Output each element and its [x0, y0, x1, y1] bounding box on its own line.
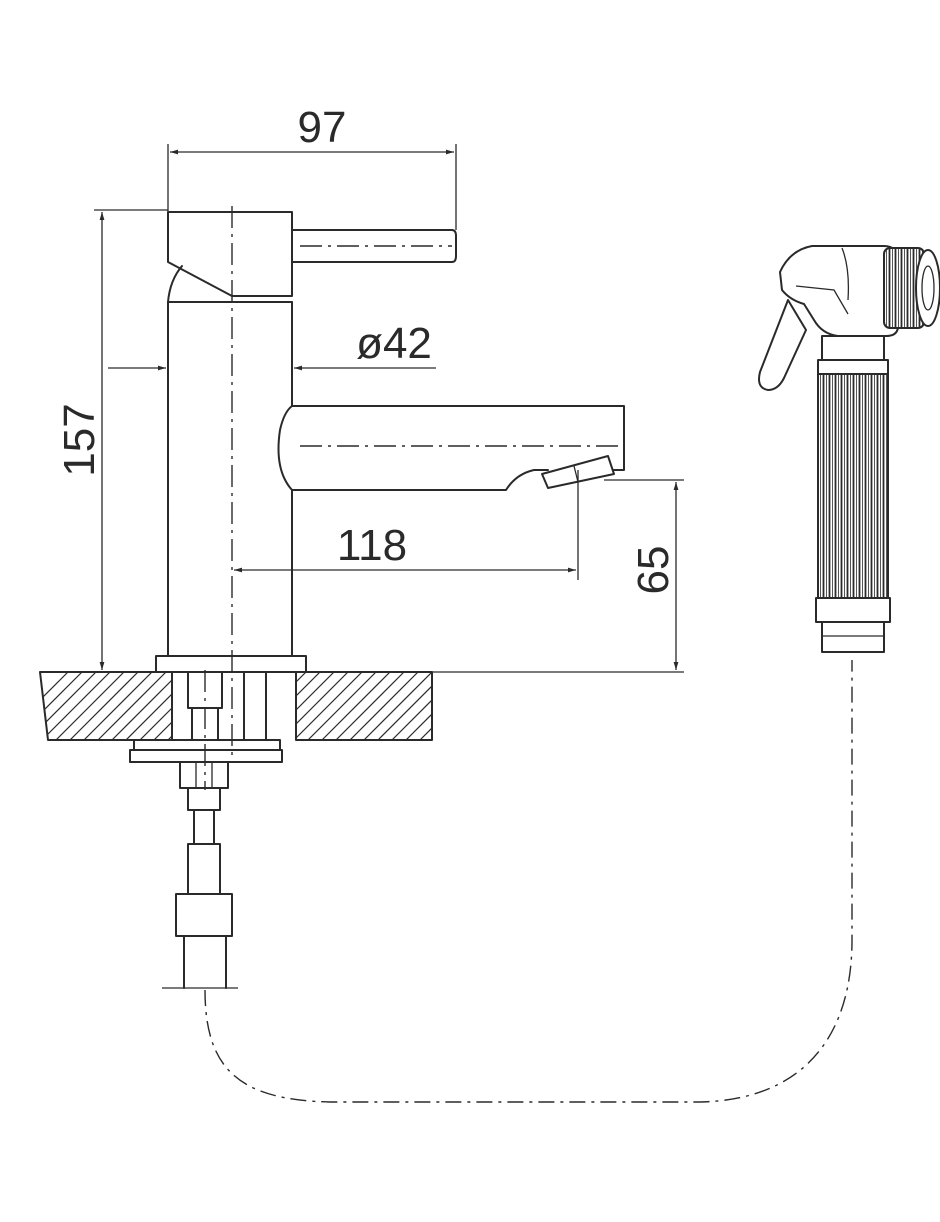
dimension-97: 97 [298, 103, 347, 152]
dimension-lines [94, 144, 684, 673]
hose-path [204, 660, 853, 1103]
dimension-118: 118 [337, 521, 407, 570]
mounting-hardware [129, 671, 283, 989]
dimension-labels: 97 157 ø42 118 65 [55, 103, 678, 594]
dimension-157: 157 [55, 403, 104, 476]
countertop-section [39, 670, 433, 742]
faucet-body [155, 211, 625, 673]
hand-shower [758, 245, 940, 653]
dimension-65: 65 [629, 546, 678, 595]
dimension-diameter-42: ø42 [356, 319, 432, 368]
centerlines [204, 206, 620, 790]
